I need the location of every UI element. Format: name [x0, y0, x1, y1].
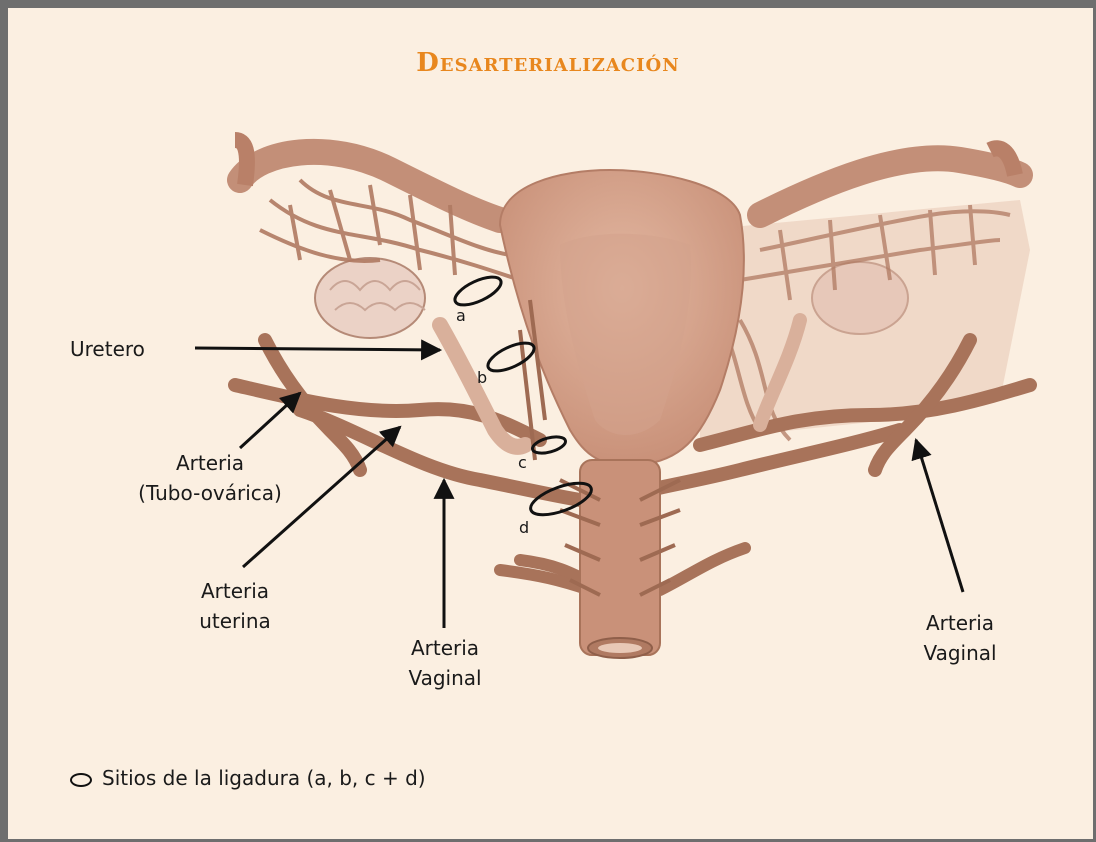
- ligation-oval-icon: [70, 773, 92, 787]
- site-label-c: c: [518, 453, 527, 472]
- label-arteria-vaginal-center: Arteria Vaginal: [395, 633, 495, 693]
- legend: Sitios de la ligadura (a, b, c + d): [70, 766, 426, 790]
- site-label-d: d: [519, 518, 529, 537]
- ligation-site-b: [484, 337, 538, 376]
- label-arteria-tubo-ovarica: Arteria (Tubo-ovárica): [130, 448, 290, 508]
- ligation-site-a: [451, 271, 505, 310]
- label-uretero: Uretero: [70, 334, 145, 364]
- site-label-b: b: [477, 368, 487, 387]
- label-arteria-vaginal-right: Arteria Vaginal: [910, 608, 1010, 668]
- label-arteria-uterina: Arteria uterina: [185, 576, 285, 636]
- arrow-tubo-ovarica: [240, 393, 300, 448]
- ovary-right: [812, 262, 908, 334]
- legend-text: Sitios de la ligadura (a, b, c + d): [102, 766, 426, 790]
- arrow-vaginal-right: [916, 440, 963, 592]
- arrow-uretero: [195, 348, 440, 350]
- artery-left-lower: [300, 410, 580, 500]
- ovary-left: [315, 258, 425, 338]
- site-label-a: a: [456, 306, 466, 325]
